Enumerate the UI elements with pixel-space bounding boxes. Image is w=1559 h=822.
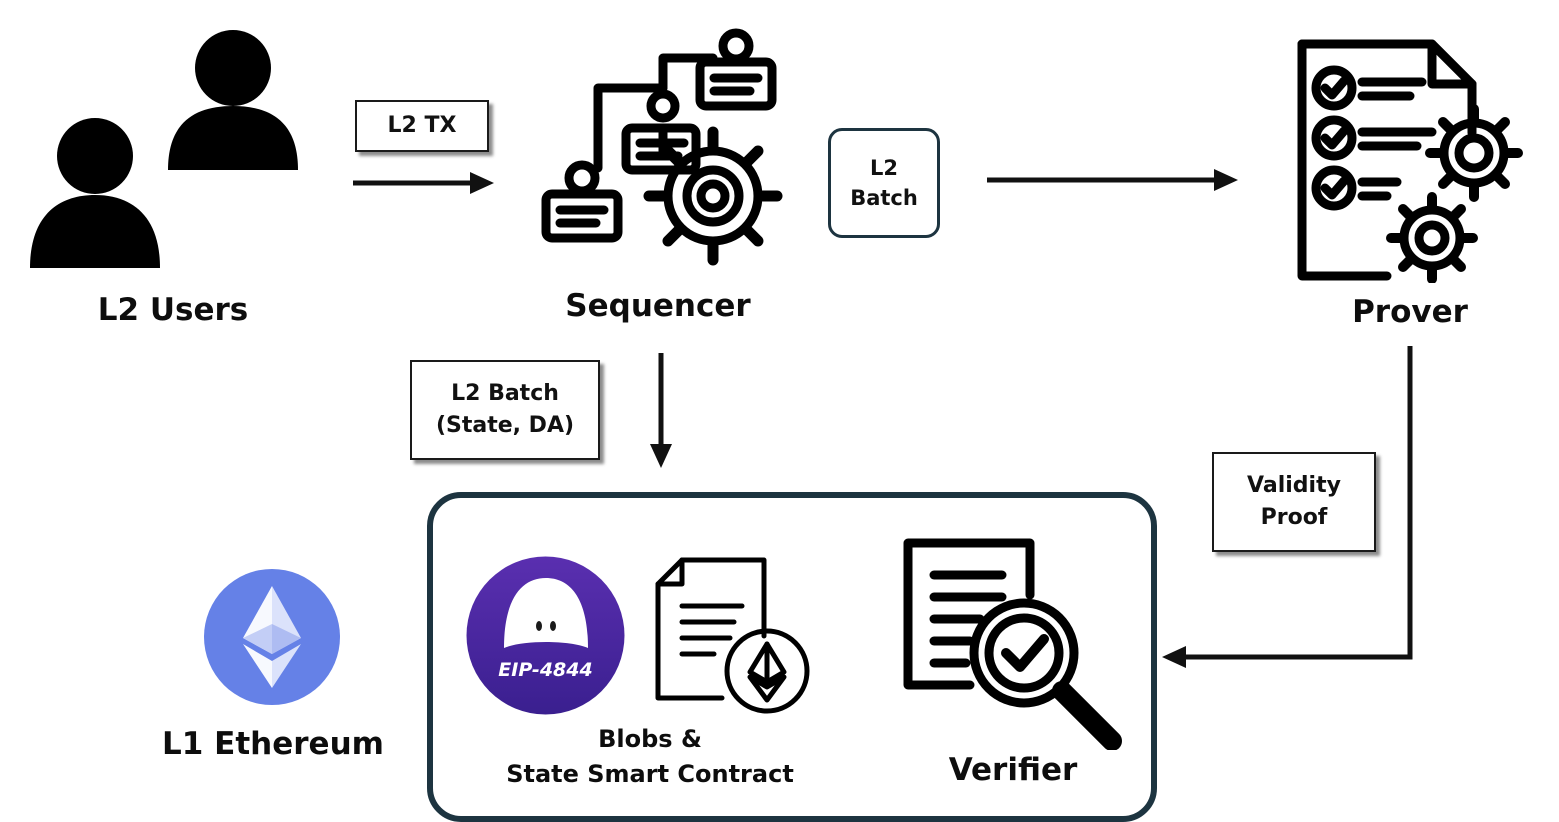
batch-state-label: L2 Batch (State, DA) <box>410 360 600 460</box>
prover-icon <box>1292 38 1527 284</box>
l2-batch-line2: Batch <box>850 186 918 210</box>
batch-state-line2: (State, DA) <box>435 413 575 438</box>
validity-proof-label: Validity Proof <box>1212 452 1376 552</box>
l2-batch-label: L2 Batch <box>828 128 940 238</box>
blobs-line1: Blobs & <box>598 725 702 753</box>
connectors <box>353 169 1413 668</box>
batch-state-line1: L2 Batch <box>451 381 559 407</box>
arrow-sequencer-to-prover <box>987 169 1238 191</box>
arrow-users-to-sequencer <box>353 172 494 194</box>
l2-batch-line1: L2 <box>870 155 898 180</box>
prover-label: Prover <box>1352 294 1468 330</box>
sequencer-icon <box>538 18 783 273</box>
arrow-sequencer-to-l1 <box>650 353 672 468</box>
validity-line2: Proof <box>1260 505 1328 530</box>
validity-line1: Validity <box>1247 473 1341 499</box>
verifier-icon <box>900 535 1128 751</box>
ethereum-icon <box>203 568 341 706</box>
contract-icon <box>652 556 814 718</box>
sequencer-label: Sequencer <box>565 288 751 324</box>
blobs-label: Blobs & State Smart Contract <box>470 722 830 792</box>
users-label: L2 Users <box>97 292 249 328</box>
eip-4844-icon <box>466 556 625 715</box>
eip-4844-text: EIP-4844 <box>498 659 593 681</box>
blobs-line2: State Smart Contract <box>506 759 794 788</box>
verifier-label: Verifier <box>948 752 1078 788</box>
l2-tx-text: L2 TX <box>387 113 457 139</box>
arrow-prover-to-verifier <box>1162 346 1413 668</box>
ethereum-label: L1 Ethereum <box>162 726 384 762</box>
l2-tx-label: L2 TX <box>355 100 489 152</box>
users-icon <box>24 18 303 270</box>
